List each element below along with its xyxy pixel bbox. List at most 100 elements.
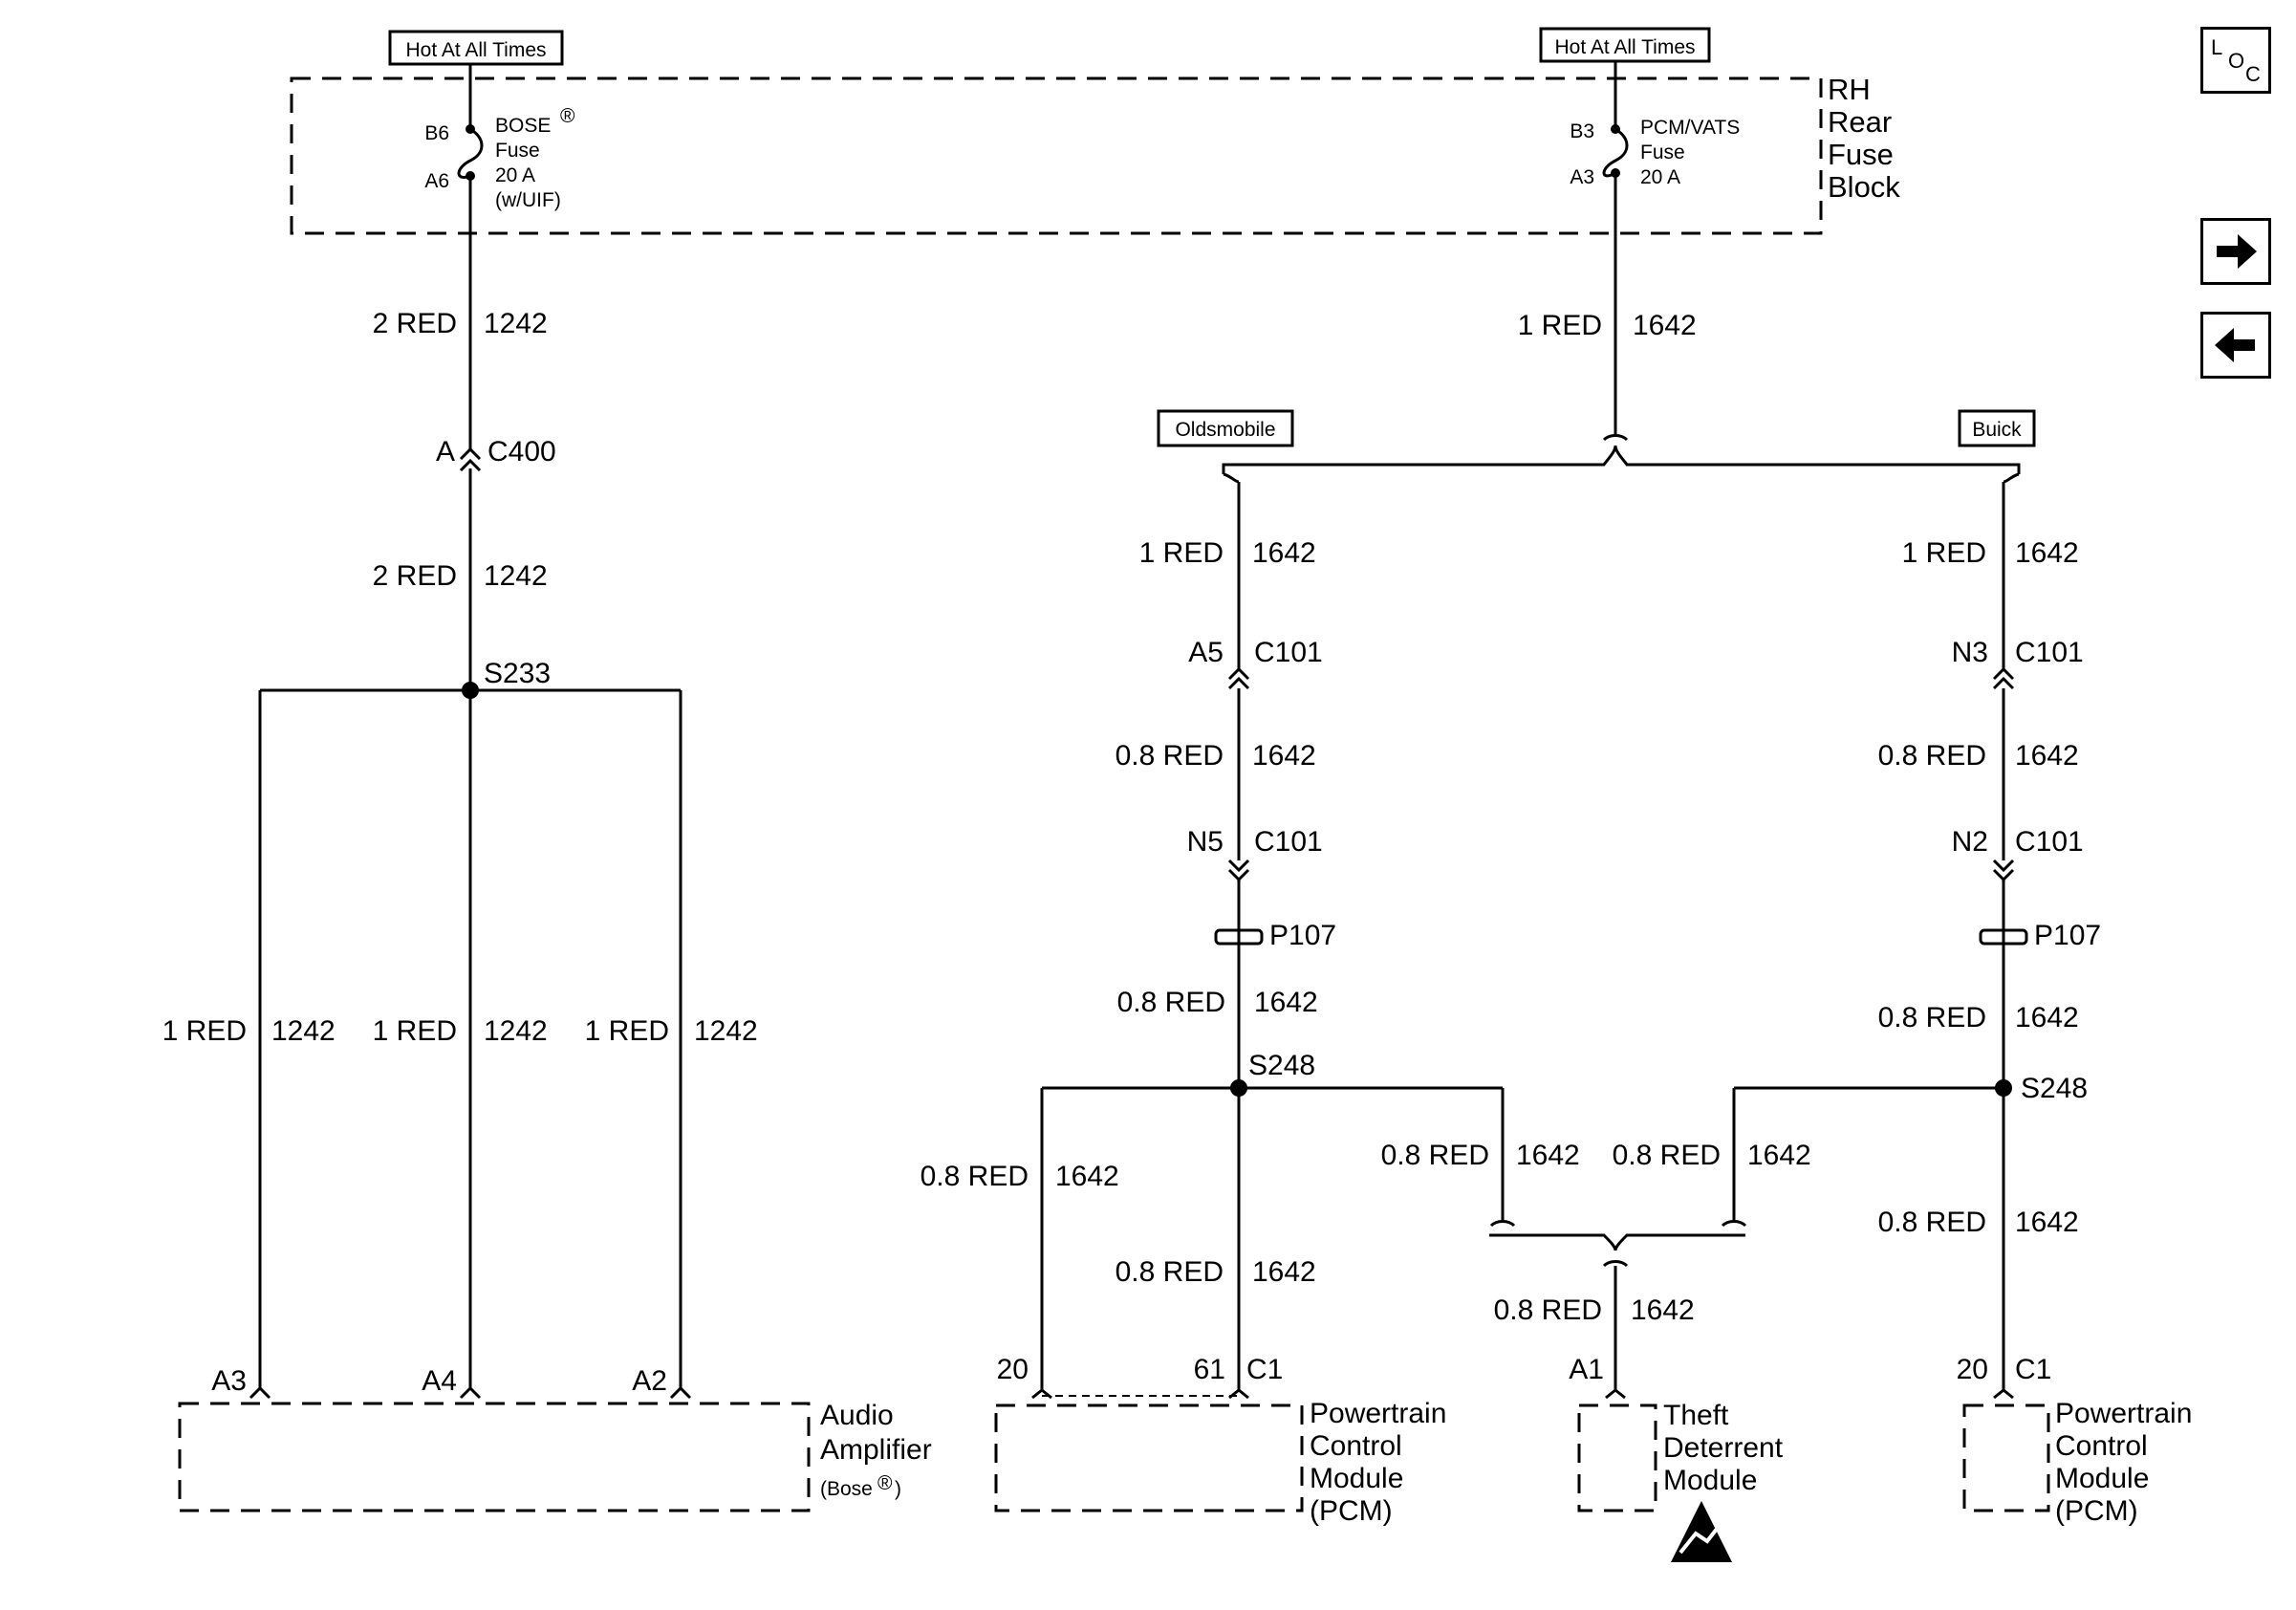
amplifier-name-close: ) xyxy=(895,1478,901,1500)
wire-gauge: 0.8 RED xyxy=(921,1161,1029,1192)
connector-name: C1 xyxy=(1246,1354,1283,1385)
fuse2-pin-top: B3 xyxy=(1570,120,1594,142)
fuse1-pin-top: B6 xyxy=(424,122,449,144)
pcm-buick-line1: Powertrain xyxy=(2055,1398,2192,1429)
fuse-block-name-line3: Fuse xyxy=(1828,138,1894,171)
fuse1-line2: Fuse xyxy=(495,140,540,162)
fuse1-rating: 20 A xyxy=(495,164,535,186)
wire-gauge: 1 RED xyxy=(373,1015,457,1047)
pcm-buick-outline xyxy=(1962,1403,2050,1512)
pcm-buick-line4: (PCM) xyxy=(2055,1495,2138,1527)
fuse1-pin-bottom: A6 xyxy=(424,170,449,192)
connector-name: C101 xyxy=(2015,826,2084,858)
circuit-number: 1642 xyxy=(2015,537,2079,569)
arrow-right-icon xyxy=(2217,234,2257,269)
option-buick: Buick xyxy=(1972,419,2022,441)
splice-label: S248 xyxy=(1248,1050,1315,1081)
wire-gauge: 2 RED xyxy=(373,308,457,339)
pcm-olds-line2: Control xyxy=(1310,1430,1402,1462)
pin-label: A2 xyxy=(632,1365,667,1397)
pcm-olds-line1: Powertrain xyxy=(1310,1398,1446,1429)
circuit-number: 1642 xyxy=(2015,1207,2079,1238)
circuit-number: 1642 xyxy=(1633,310,1697,341)
pin-label: 20 xyxy=(997,1354,1029,1385)
pcm-buick-line2: Control xyxy=(2055,1430,2148,1462)
connector-c400-icon xyxy=(459,446,482,472)
connector-pin: N2 xyxy=(1952,826,1988,858)
back-button[interactable] xyxy=(2200,312,2271,379)
connector-name: C101 xyxy=(1254,826,1323,858)
circuit-number: 1242 xyxy=(484,560,548,592)
splice-s248-olds xyxy=(1230,1079,1247,1097)
fuse-block-name-line2: Rear xyxy=(1828,105,1892,139)
connector-name: C101 xyxy=(1254,637,1323,668)
circuit-number: 1642 xyxy=(2015,1002,2079,1033)
amplifier-name-line2: Amplifier xyxy=(820,1434,932,1466)
tdm-outline xyxy=(1577,1403,1657,1512)
connector-name: C101 xyxy=(2015,637,2084,668)
pcm-olds-line4: (PCM) xyxy=(1310,1495,1393,1527)
wire-gauge: 0.8 RED xyxy=(1381,1140,1489,1171)
fuse-icon xyxy=(457,127,484,179)
connector-name: C1 xyxy=(2015,1354,2051,1385)
amplifier-outline xyxy=(178,1402,811,1512)
connector-pin: A xyxy=(436,436,455,468)
tdm-line2: Deterrent xyxy=(1663,1432,1784,1464)
splice-label: S248 xyxy=(2021,1073,2088,1104)
wire-gauge: 0.8 RED xyxy=(1494,1295,1602,1326)
splice-s233 xyxy=(462,682,479,699)
hot-label-1: Hot At All Times xyxy=(405,39,546,61)
pcm-olds-line3: Module xyxy=(1310,1463,1403,1494)
circuit-number: 1642 xyxy=(1252,740,1316,772)
wire-gauge: 1 RED xyxy=(1902,537,1986,569)
wire-gauge: 0.8 RED xyxy=(1878,1207,1986,1238)
fuse2-pin-bottom: A3 xyxy=(1570,166,1594,188)
forward-button[interactable] xyxy=(2200,218,2271,285)
esd-warning-icon xyxy=(1671,1501,1732,1562)
pcm-olds-outline xyxy=(994,1403,1304,1512)
circuit-number: 1242 xyxy=(271,1015,336,1047)
circuit-number: 1242 xyxy=(484,1015,548,1047)
hot-label-box-1 xyxy=(388,30,564,66)
circuit-number: 1642 xyxy=(1516,1140,1580,1171)
wire-gauge: 1 RED xyxy=(162,1015,247,1047)
wire-gauge: 0.8 RED xyxy=(1613,1140,1721,1171)
pin-label: A3 xyxy=(211,1365,247,1397)
wire-gauge: 2 RED xyxy=(373,560,457,592)
circuit-number: 1642 xyxy=(2015,740,2079,772)
wire-gauge: 0.8 RED xyxy=(1878,740,1986,772)
location-button[interactable]: L O C xyxy=(2200,27,2271,94)
pin-label: 20 xyxy=(1957,1354,1988,1385)
passthrough-p107-icon xyxy=(1214,928,1264,946)
hot-label-box-2 xyxy=(1539,27,1711,63)
fuse-block-name-line1: RH xyxy=(1828,73,1871,106)
fuse-block-name-line4: Block xyxy=(1828,170,1900,204)
option-oldsmobile-box xyxy=(1157,409,1294,447)
pin-label: A4 xyxy=(422,1365,457,1397)
fuse2-rating: 20 A xyxy=(1640,166,1680,188)
wire-gauge: 0.8 RED xyxy=(1117,987,1225,1018)
circuit-number: 1642 xyxy=(1254,987,1318,1018)
tdm-line3: Module xyxy=(1663,1465,1757,1496)
passthrough-label: P107 xyxy=(2034,920,2101,951)
fuse1-name: BOSE xyxy=(495,115,551,137)
connector-pin: A5 xyxy=(1188,637,1224,668)
loc-letter-o: O xyxy=(2228,49,2245,73)
circuit-number: 1642 xyxy=(1055,1161,1119,1192)
fuse2-line2: Fuse xyxy=(1640,141,1685,163)
wire-gauge: 0.8 RED xyxy=(1116,740,1224,772)
tdm-line1: Theft xyxy=(1663,1400,1729,1431)
fuse-block-outline xyxy=(290,76,1823,235)
circuit-number: 1242 xyxy=(484,308,548,339)
amplifier-name-line1: Audio xyxy=(820,1400,894,1431)
connector-name: C400 xyxy=(487,436,556,468)
pin-label: 61 xyxy=(1194,1354,1225,1385)
pcm-buick-line3: Module xyxy=(2055,1463,2149,1494)
fuse1-reg-mark: ® xyxy=(560,105,575,127)
splice-s248-buick xyxy=(1995,1079,2012,1097)
circuit-number: 1242 xyxy=(694,1015,758,1047)
option-oldsmobile: Oldsmobile xyxy=(1175,419,1275,441)
circuit-number: 1642 xyxy=(1252,1256,1316,1288)
pin-label: A1 xyxy=(1569,1354,1604,1385)
circuit-number: 1642 xyxy=(1252,537,1316,569)
